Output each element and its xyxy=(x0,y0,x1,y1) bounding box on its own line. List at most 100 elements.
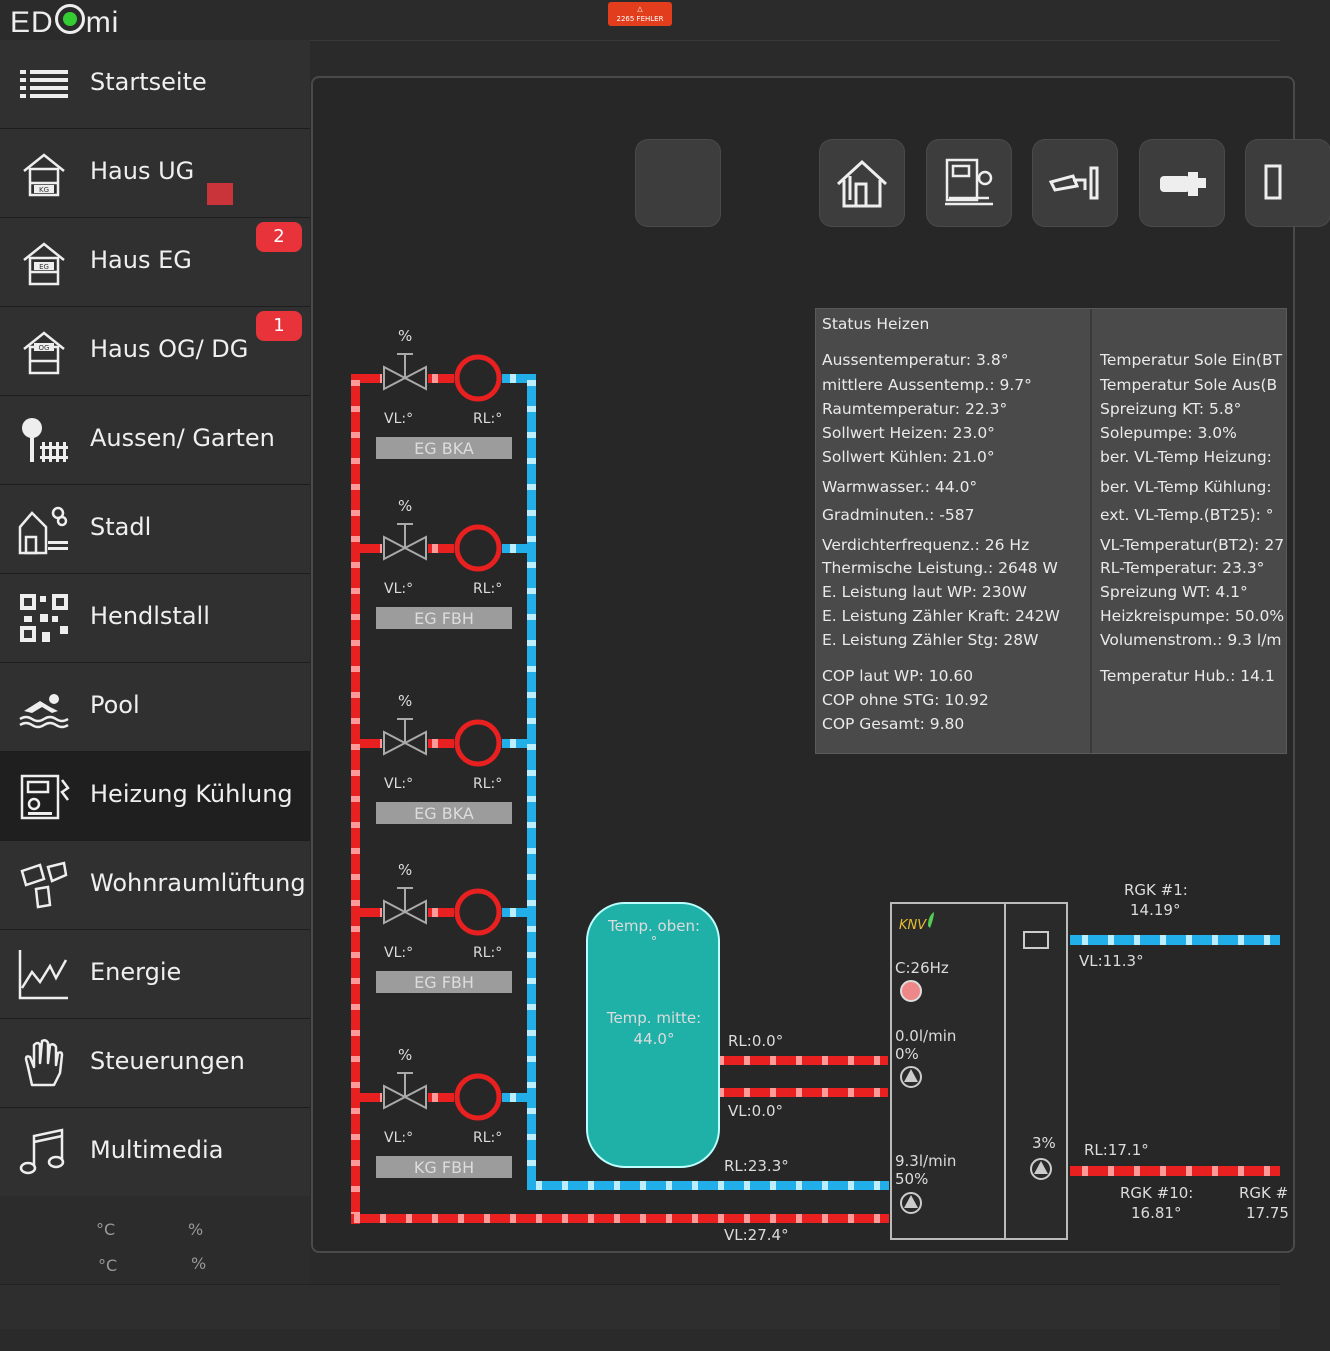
ventilation-icon xyxy=(20,861,68,909)
sidebar-item-stadl[interactable]: Stadl xyxy=(0,485,310,574)
sidebar-item-startseite[interactable]: Startseite xyxy=(0,40,310,129)
mixing-valve-icon[interactable] xyxy=(383,523,427,561)
supply-riser-pipe xyxy=(351,374,360,1224)
tap-thermometer-button[interactable] xyxy=(1033,140,1117,226)
heating-circuit[interactable]: %VL:°RL:°KG FBH xyxy=(360,1046,527,1178)
heatpump-box[interactable] xyxy=(890,902,1068,1240)
sidebar-item-label: Hendlstall xyxy=(90,602,210,630)
status-left-line: Sollwert Heizen: 23.0° xyxy=(822,424,995,442)
heatpump-button[interactable] xyxy=(927,140,1011,226)
house-thermometer-icon xyxy=(836,159,888,208)
heating-circuit[interactable]: %VL:°RL:°EG FBH xyxy=(360,497,527,629)
status-right-line: ber. VL-Temp Kühlung: xyxy=(1100,478,1272,496)
status-right-line: VL-Temperatur(BT2): 27 xyxy=(1100,536,1285,554)
return-riser-pipe xyxy=(527,374,536,1190)
sidebar-item-haus-eg[interactable]: EG Haus EG 2 xyxy=(0,218,310,307)
circuit-vl-label: VL:° xyxy=(384,776,413,792)
ground-supply-pipe xyxy=(1070,935,1280,945)
circuit-name-plate xyxy=(376,607,512,629)
sidebar-item-energie[interactable]: Energie xyxy=(0,930,310,1019)
circuit-name: EG FBH xyxy=(414,973,474,992)
pump-button[interactable] xyxy=(1140,140,1224,226)
error-badge[interactable]: △2265 FEHLER xyxy=(608,2,672,26)
temp-unit-1: °C xyxy=(96,1220,116,1239)
mixing-valve-icon[interactable] xyxy=(383,887,427,925)
sidebar-item-aussen-garten[interactable]: Aussen/ Garten xyxy=(0,396,310,485)
sidebar-item-hendlstall[interactable]: Hendlstall xyxy=(0,574,310,663)
status-right-line: Spreizung WT: 4.1° xyxy=(1100,583,1248,601)
heating-circuit[interactable]: %VL:°RL:°EG BKA xyxy=(360,327,527,459)
circuit-supply-pipe xyxy=(360,1093,382,1102)
more-button[interactable] xyxy=(1246,140,1330,226)
rgk1-label: RGK #1: xyxy=(1124,881,1188,899)
svg-text:EG: EG xyxy=(39,263,49,271)
list-icon xyxy=(20,70,68,98)
heating-circuit[interactable]: %VL:°RL:°EG BKA xyxy=(360,692,527,824)
sidebar-item-multimedia[interactable]: Multimedia xyxy=(0,1108,310,1197)
sidebar-item-pool[interactable]: Pool xyxy=(0,663,310,752)
circuit-supply-pipe xyxy=(428,1093,454,1102)
sidebar-footer: °C % °C % xyxy=(0,1196,310,1284)
pump1-percent: 0% xyxy=(895,1045,919,1063)
sidebar-item-label: Pool xyxy=(90,691,140,719)
sidebar-item-label: Aussen/ Garten xyxy=(90,424,275,452)
tank-top-label: Temp. oben: xyxy=(607,917,700,935)
status-left-line: E. Leistung Zähler Stg: 28W xyxy=(822,631,1039,649)
status-left-line: Thermische Leistung.: 2648 W xyxy=(822,559,1058,577)
circulation-pump-icon[interactable] xyxy=(454,354,502,402)
status-right-line: Spreizung KT: 5.8° xyxy=(1100,400,1242,418)
status-left-line: mittlere Aussentemp.: 9.7° xyxy=(822,376,1032,394)
sidebar-item-steuerungen[interactable]: Steuerungen xyxy=(0,1019,310,1108)
circulation-pump-icon[interactable] xyxy=(454,888,502,936)
circulation-pump-icon[interactable] xyxy=(454,524,502,572)
circuit-name-plate xyxy=(376,1156,512,1178)
mixing-valve-icon[interactable] xyxy=(383,1072,427,1110)
status-left-line: Warmwasser.: 44.0° xyxy=(822,478,978,496)
circulation-pump-icon[interactable] xyxy=(454,719,502,767)
blank-button[interactable] xyxy=(636,140,720,226)
circuit-supply-pipe xyxy=(428,374,454,383)
ground-vl-label: VL:11.3° xyxy=(1079,952,1144,970)
status-left-line: Gradminuten.: -587 xyxy=(822,506,975,524)
status-left-line: Raumtemperatur: 22.3° xyxy=(822,400,1008,418)
svg-text:KG: KG xyxy=(39,186,49,194)
tank-rl-label: RL:0.0° xyxy=(728,1032,783,1050)
sidebar-item-haus-ug[interactable]: KG Haus UG xyxy=(0,129,310,218)
circuit-vl-label: VL:° xyxy=(384,1130,413,1146)
mixing-valve-icon[interactable] xyxy=(383,353,427,391)
ground-return-pipe xyxy=(1070,1166,1280,1176)
sidebar-item-label: Steuerungen xyxy=(90,1047,245,1075)
circuit-return-pipe xyxy=(502,374,527,383)
status-right-line: Temperatur Sole Aus(B xyxy=(1100,376,1278,394)
sidebar-item-label: Stadl xyxy=(90,513,152,541)
house-thermometer-button[interactable] xyxy=(820,140,904,226)
rgk1-value: 14.19° xyxy=(1130,901,1180,919)
buffer-tank[interactable] xyxy=(586,902,720,1168)
logo-o-icon xyxy=(54,4,85,34)
circuit-supply-pipe xyxy=(360,374,382,383)
sidebar-item-haus-og-dg[interactable]: OG Haus OG/ DG 1 xyxy=(0,307,310,396)
status-right-line: Temperatur Hub.: 14.1 xyxy=(1100,667,1275,685)
valve-percent: % xyxy=(398,497,412,515)
pump2-flow: 9.3l/min xyxy=(895,1152,956,1170)
circuit-return-pipe xyxy=(502,739,527,748)
house-ug-icon: KG xyxy=(23,153,65,197)
tank-mid-value: 44.0° xyxy=(634,1030,675,1048)
status-left-line: COP ohne STG: 10.92 xyxy=(822,691,989,709)
valve-percent: % xyxy=(398,692,412,710)
heatpump-brand: KNV xyxy=(899,918,927,933)
circuit-name: KG FBH xyxy=(414,1158,474,1177)
sidebar-item-heizung-kuehlung[interactable]: Heizung Kühlung xyxy=(0,752,310,841)
valve-percent: % xyxy=(398,1046,412,1064)
rgkx-label: RGK # xyxy=(1239,1184,1288,1202)
rgk10-label: RGK #10: xyxy=(1120,1184,1193,1202)
mixing-valve-icon[interactable] xyxy=(383,718,427,756)
sidebar-item-wohnraumlueftung[interactable]: Wohnraumlüftung xyxy=(0,841,310,930)
tap-thermometer-icon xyxy=(1048,166,1099,200)
heating-circuit[interactable]: %VL:°RL:°EG FBH xyxy=(360,861,527,993)
sidebar-item-label: Wohnraumlüftung xyxy=(90,869,306,897)
status-right-line: Temperatur Sole Ein(BT xyxy=(1100,351,1283,369)
circulation-pump-icon[interactable] xyxy=(454,1073,502,1121)
